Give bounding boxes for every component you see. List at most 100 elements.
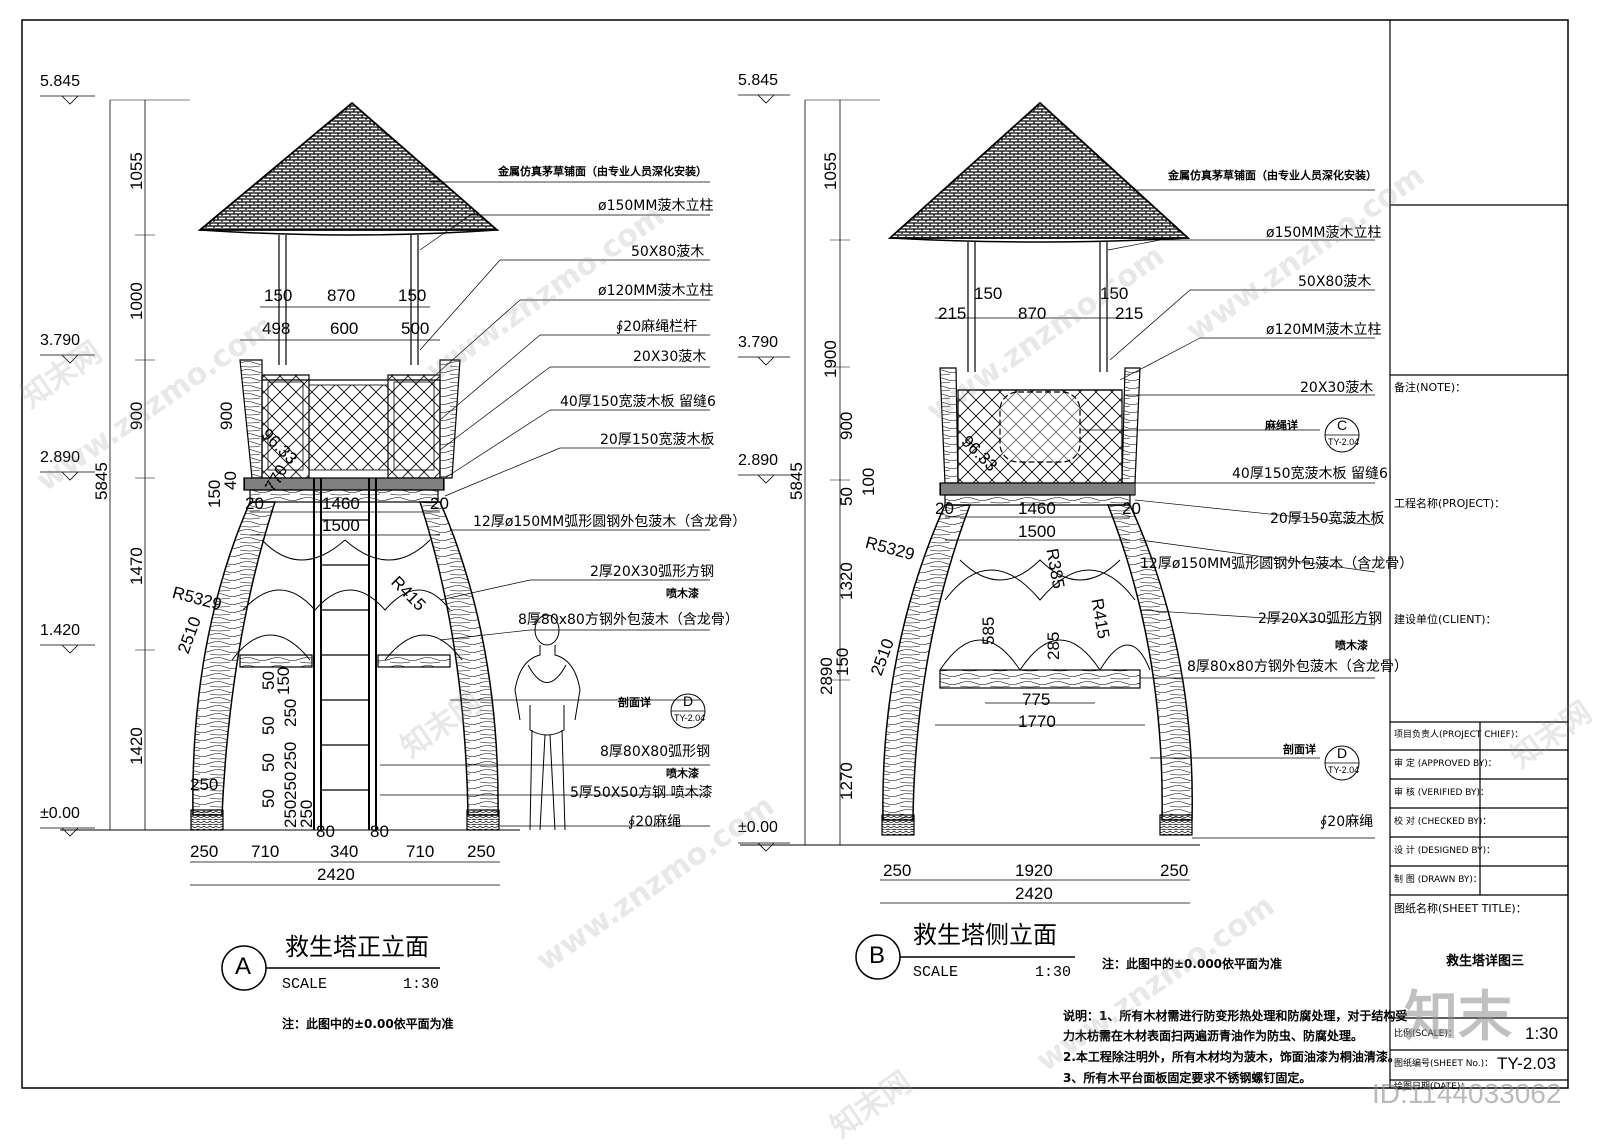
- tb-role-1: 项目负责人(PROJECT CHIEF)：: [1394, 730, 1524, 740]
- bdim-a-340: 340: [330, 842, 359, 861]
- tb-sheet-title: 救生塔详图三: [1446, 954, 1525, 969]
- label-a-16: 5厚50X50方钢 喷木漆: [570, 785, 713, 801]
- tdim-a-870: 870: [327, 286, 356, 305]
- label-b-13: 剖面详: [1283, 743, 1316, 756]
- tb-client-label: 建设单位(CLIENT)：: [1394, 613, 1497, 626]
- label-a-15: 喷木漆: [666, 767, 699, 780]
- title-b: 救生塔侧立面: [913, 921, 1057, 949]
- elevation-a: [40, 95, 710, 991]
- scale-label-b: SCALE: [913, 964, 959, 981]
- mdim-b-1460: 1460: [1018, 499, 1056, 518]
- label-b-11: 喷木漆: [1335, 639, 1368, 652]
- ldim-a-6: 50: [259, 753, 278, 772]
- tb-scale-label: 比例(SCALE)：: [1394, 1029, 1457, 1039]
- level-a-4: 1.420: [40, 622, 81, 639]
- bdim-b-250l: 250: [883, 861, 912, 880]
- label-b-8: 20厚150宽菠木板: [1270, 511, 1385, 527]
- bdim-b-1920: 1920: [1015, 861, 1053, 880]
- vdim-a-1470: 1470: [127, 547, 146, 585]
- tb-role-3: 审 核 (VERIFIED BY)：: [1394, 788, 1489, 798]
- scale-value-b: 1:30: [1035, 964, 1072, 981]
- notes-line-4: 3、所有木平台面板固定要求不锈钢螺钉固定。: [1063, 1071, 1312, 1085]
- bdim-a-710l: 710: [251, 842, 280, 861]
- bdim-a-80l: 80: [316, 822, 335, 841]
- mdim-b-1770: 1770: [1018, 712, 1056, 731]
- section-ref-b-sheet[interactable]: TY-2.04: [1328, 765, 1360, 775]
- label-a-8: 20厚150宽菠木板: [600, 432, 715, 448]
- tb-project-label: 工程名称(PROJECT)：: [1394, 497, 1506, 510]
- label-b-9: 12厚ø150MM弧形圆钢外包菠木（含龙骨）: [1140, 556, 1414, 572]
- tdim-b-215r: 215: [1115, 304, 1144, 323]
- tb-sheet-no: TY-2.03: [1497, 1054, 1556, 1073]
- watermark-id: ID:1144033062: [1372, 1078, 1562, 1109]
- notes-line-2: 力木枋需在木材表面扫两遍沥青油作为防虫、防腐处理。: [1063, 1029, 1364, 1043]
- level-a-3: 2.890: [40, 449, 81, 466]
- bdim-a-250l: 250: [190, 842, 219, 861]
- tdim-a-498: 498: [262, 319, 291, 338]
- label-a-14: 8厚80X80弧形钢: [600, 744, 711, 760]
- vdim-a-rail-900: 900: [217, 401, 236, 430]
- label-b-1: 金属仿真茅草铺面（由专业人员深化安装）: [1168, 169, 1377, 182]
- vdim-b-1900: 1900: [821, 340, 840, 378]
- bdim-b-250r: 250: [1160, 861, 1189, 880]
- label-b-3: 50X80菠木: [1298, 274, 1372, 290]
- label-a-1: 金属仿真茅草铺面（由专业人员深化安装）: [498, 165, 707, 178]
- watermark-logo: 知末: [1404, 985, 1512, 1048]
- label-b-12: 8厚80x80方钢外包菠木（含龙骨）: [1187, 659, 1408, 675]
- section-ref-a-letter[interactable]: D: [683, 693, 694, 709]
- marker-b: B: [869, 942, 886, 969]
- vdim-b-150: 150: [833, 647, 852, 676]
- mdim-a-1500: 1500: [322, 516, 360, 535]
- section-ref-a-sheet[interactable]: TY-2.04: [674, 713, 706, 723]
- rope-ref-b-sheet[interactable]: TY-2.04: [1328, 437, 1360, 447]
- vdim-b-1055: 1055: [821, 152, 840, 190]
- ldim-a-3: 250: [281, 698, 300, 727]
- ldim-a-2: 150: [274, 666, 293, 695]
- bdim-a-250r: 250: [467, 842, 496, 861]
- tdim-a-500: 500: [401, 319, 430, 338]
- vdim-b-100: 100: [859, 467, 878, 496]
- vdim-b-1320: 1320: [837, 562, 856, 600]
- tdim-b-150l: 150: [974, 284, 1003, 303]
- ldim-a-7: 250: [281, 771, 300, 800]
- notes-line-3: 2.本工程除注明外，所有木材均为菠木，饰面油漆为桐油清漆。: [1063, 1050, 1400, 1064]
- label-b-5: 20X30菠木: [1300, 380, 1374, 396]
- scale-label-a: SCALE: [282, 976, 328, 993]
- label-a-13: 剖面详: [618, 696, 651, 709]
- label-a-6: 20X30菠木: [633, 349, 707, 365]
- mdim-a-20r: 20: [430, 494, 449, 513]
- level-a-1: 5.845: [40, 73, 81, 90]
- label-a-3: 50X80菠木: [631, 244, 705, 260]
- mdim-a-1460: 1460: [322, 494, 360, 513]
- label-b-14: ∮20麻绳: [1320, 814, 1374, 830]
- notes-line-1: 说明：1、所有木材需进行防变形热处理和防腐处理，对于结构受: [1063, 1009, 1408, 1023]
- label-a-10: 2厚20X30弧形方钢: [590, 564, 715, 580]
- mdim-b-585: 585: [979, 616, 998, 645]
- label-a-12: 8厚80x80方钢外包菠木（含龙骨）: [518, 612, 739, 628]
- tb-sheet-no-label: 图纸编号(SHEET No.)：: [1394, 1059, 1494, 1069]
- vdim-b-5845: 5845: [787, 462, 806, 500]
- bdim-a-710r: 710: [406, 842, 435, 861]
- vdim-a-1420: 1420: [127, 727, 146, 765]
- mdim-b-775: 775: [1022, 690, 1051, 709]
- label-a-7: 40厚150宽菠木板 留缝6: [560, 394, 716, 410]
- elevation-b: [738, 94, 1376, 980]
- title-a: 救生塔正立面: [285, 933, 429, 961]
- level-b-2: 3.790: [738, 334, 779, 351]
- rope-ref-b-letter[interactable]: C: [1337, 417, 1348, 433]
- label-a-5: ∮20麻绳栏杆: [616, 319, 698, 335]
- label-b-7: 40厚150宽菠木板 留缝6: [1232, 466, 1388, 482]
- bdim-a-2420: 2420: [317, 865, 355, 884]
- section-ref-b-letter[interactable]: D: [1337, 745, 1348, 761]
- tb-role-6: 制 图 (DRAWN BY)：: [1394, 875, 1482, 885]
- marker-a: A: [235, 953, 252, 980]
- label-b-6: 麻绳详: [1265, 419, 1298, 432]
- vdim-b-900: 900: [837, 411, 856, 440]
- mdim-a-20l: 20: [245, 494, 264, 513]
- title-block-frame: [1389, 20, 1568, 1088]
- label-a-9: 12厚ø150MM弧形圆钢外包菠木（含龙骨）: [473, 514, 747, 530]
- ldim-a-5: 250: [281, 741, 300, 770]
- tdim-a-150r: 150: [398, 286, 427, 305]
